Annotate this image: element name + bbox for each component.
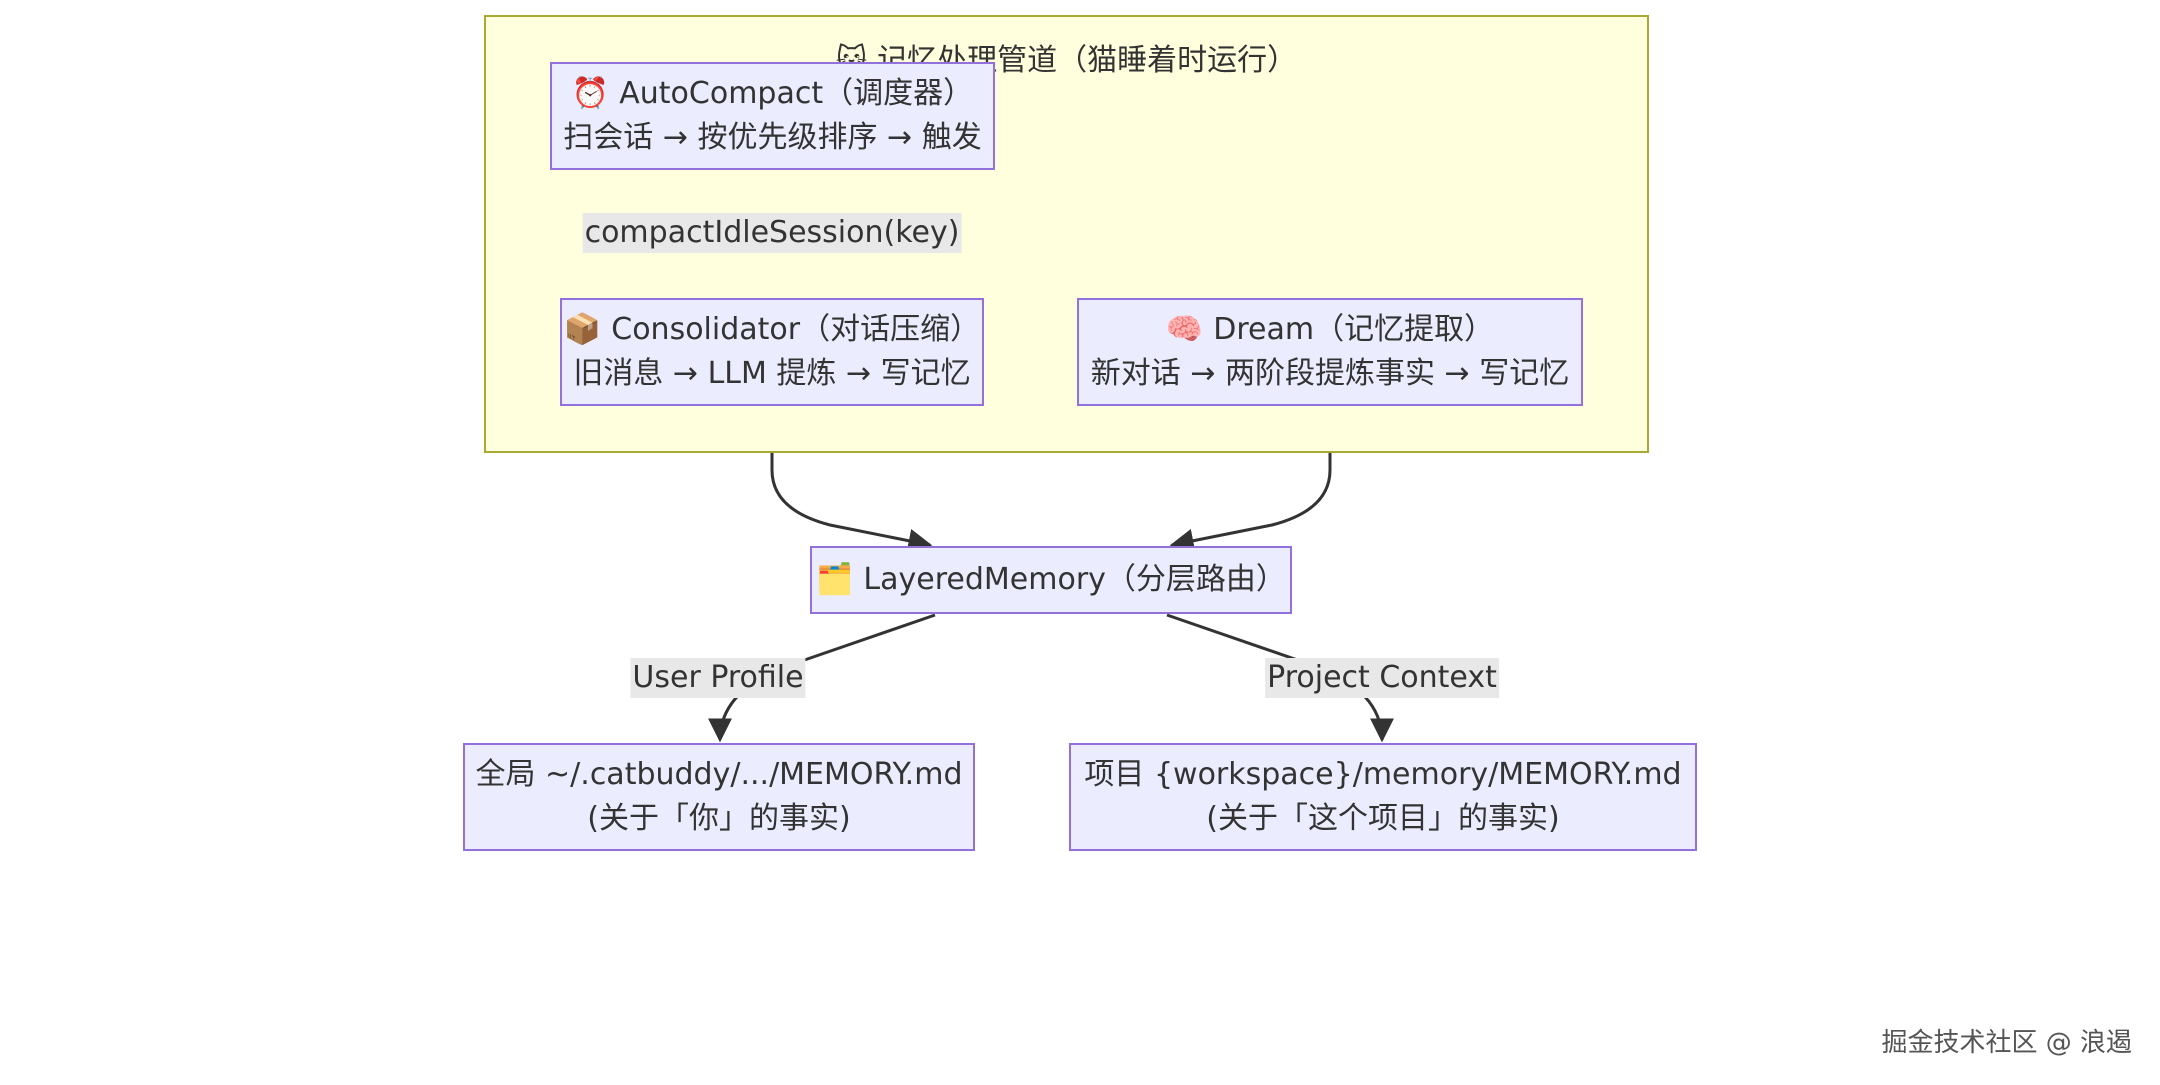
dream-description: 新对话 → 两阶段提炼事实 → 写记忆 <box>1090 356 1570 391</box>
project-memory-path: 项目 {workspace}/memory/MEMORY.md <box>1084 757 1682 792</box>
layered-memory-title: 🗂️ LayeredMemory（分层路由） <box>816 558 1286 602</box>
edge-label-compact-idle-session: compactIdleSession(key) <box>582 213 962 253</box>
brain-icon: 🧠 <box>1165 312 1204 347</box>
autocompact-title-text: AutoCompact（调度器） <box>619 76 974 111</box>
edge-dream-to-layered <box>1169 406 1332 553</box>
edge-label-project-context: Project Context <box>1265 658 1499 698</box>
package-icon: 📦 <box>563 312 602 347</box>
folder-icon: 🗂️ <box>816 562 854 597</box>
dream-title: 🧠 Dream（记忆提取） <box>1166 308 1494 352</box>
edge-label-user-profile: User Profile <box>630 658 806 698</box>
global-memory-node: 全局 ~/.catbuddy/.../MEMORY.md (关于「你」的事实) <box>463 743 975 851</box>
global-memory-path: 全局 ~/.catbuddy/.../MEMORY.md <box>475 757 963 792</box>
consolidator-node: 📦 Consolidator（对话压缩） 旧消息 → LLM 提炼 → 写记忆 <box>560 298 984 406</box>
watermark-text: 掘金技术社区 @ 浪遏 <box>1881 1028 2132 1058</box>
layered-memory-node: 🗂️ LayeredMemory（分层路由） <box>810 546 1292 614</box>
dream-title-text: Dream（记忆提取） <box>1213 312 1495 347</box>
project-memory-node: 项目 {workspace}/memory/MEMORY.md (关于「这个项目… <box>1069 743 1697 851</box>
autocompact-title: ⏰ AutoCompact（调度器） <box>572 72 973 116</box>
autocompact-node: ⏰ AutoCompact（调度器） 扫会话 → 按优先级排序 → 触发 <box>550 62 995 170</box>
dream-node: 🧠 Dream（记忆提取） 新对话 → 两阶段提炼事实 → 写记忆 <box>1077 298 1583 406</box>
project-memory-description: (关于「这个项目」的事实) <box>1206 801 1560 836</box>
consolidator-title-text: Consolidator（对话压缩） <box>611 312 981 347</box>
global-memory-description: (关于「你」的事实) <box>587 801 851 836</box>
layered-memory-title-text: LayeredMemory（分层路由） <box>863 562 1286 597</box>
consolidator-title: 📦 Consolidator（对话压缩） <box>564 308 980 352</box>
alarm-clock-icon: ⏰ <box>571 76 610 111</box>
autocompact-description: 扫会话 → 按优先级排序 → 触发 <box>563 120 982 155</box>
edge-consolidator-to-layered <box>770 406 933 553</box>
consolidator-description: 旧消息 → LLM 提炼 → 写记忆 <box>573 356 971 391</box>
